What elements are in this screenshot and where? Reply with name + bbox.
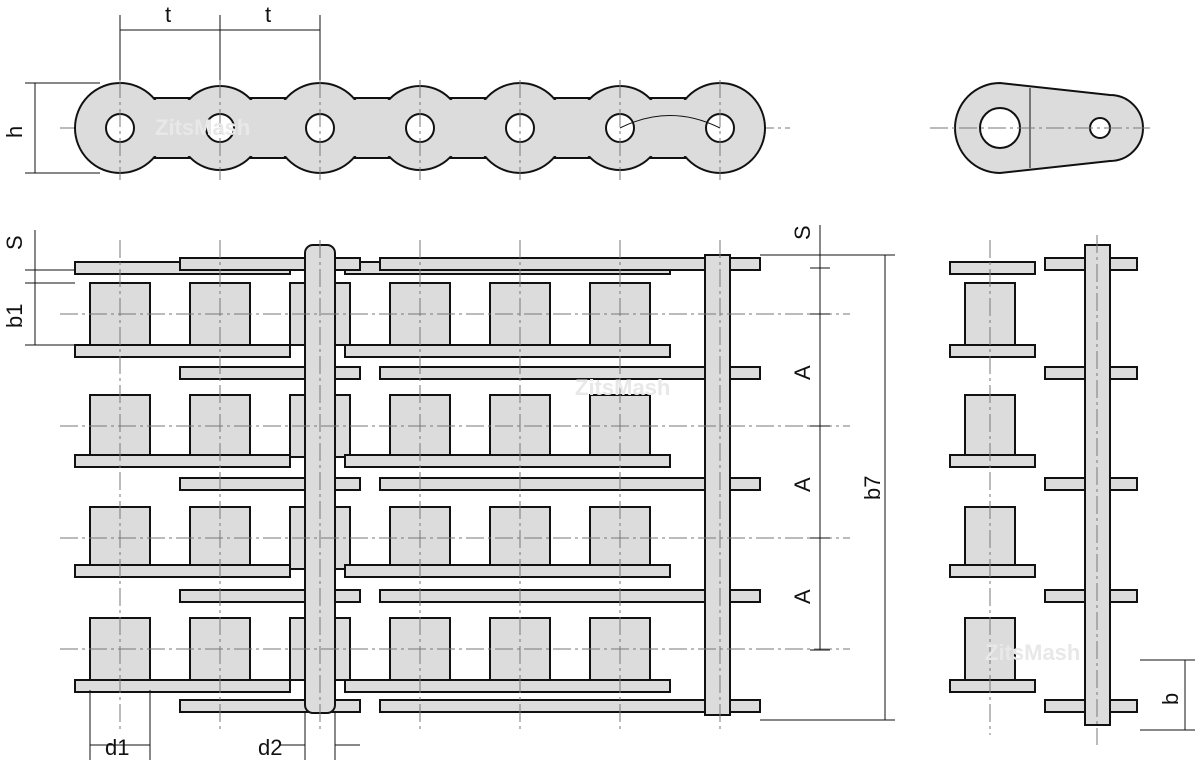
- transverse-pitch-label: A: [790, 365, 815, 380]
- end-view: [930, 81, 1150, 175]
- inner-plate: [344, 454, 671, 468]
- inner-plate: [74, 344, 291, 358]
- watermark-text: ZitsMash: [155, 115, 250, 140]
- pitch-label: t: [265, 2, 271, 27]
- side-view: [60, 80, 790, 180]
- outer-plate: [379, 366, 761, 380]
- inner-plate: [949, 261, 1036, 275]
- inner-plate: [344, 344, 671, 358]
- inner-plate: [74, 564, 291, 578]
- plate-thickness-label: S: [790, 225, 815, 240]
- inner-plate: [74, 679, 291, 693]
- inner-width-label: b1: [2, 304, 27, 328]
- inner-plate: [74, 454, 291, 468]
- outer-plate: [379, 589, 761, 603]
- cotter-pin: [619, 115, 721, 129]
- outer-plate: [379, 699, 761, 713]
- dimensions: [25, 15, 1195, 760]
- inner-plate: [949, 564, 1036, 578]
- end-width-label: b: [1158, 693, 1183, 705]
- transverse-pitch-label: A: [790, 477, 815, 492]
- pin: [704, 254, 731, 716]
- inner-plate: [949, 454, 1036, 468]
- height-label: h: [2, 126, 27, 138]
- outer-plate: [379, 477, 761, 491]
- plan-view: [60, 240, 850, 730]
- inner-plate: [344, 679, 671, 693]
- roller-diameter-label: d1: [105, 735, 129, 760]
- pin-diameter-label: d2: [258, 735, 282, 760]
- inner-plate: [344, 564, 671, 578]
- transverse-pitch-label: A: [790, 589, 815, 604]
- watermark-text: ZitsMash: [575, 375, 670, 400]
- overall-width-label: b7: [860, 476, 885, 500]
- edge-view: [949, 235, 1138, 745]
- plate-thickness-label: S: [2, 235, 27, 250]
- inner-plate: [949, 344, 1036, 358]
- watermark-text: ZitsMash: [985, 640, 1080, 665]
- pitch-label: t: [165, 2, 171, 27]
- outer-plate: [379, 257, 761, 271]
- inner-plate: [949, 679, 1036, 693]
